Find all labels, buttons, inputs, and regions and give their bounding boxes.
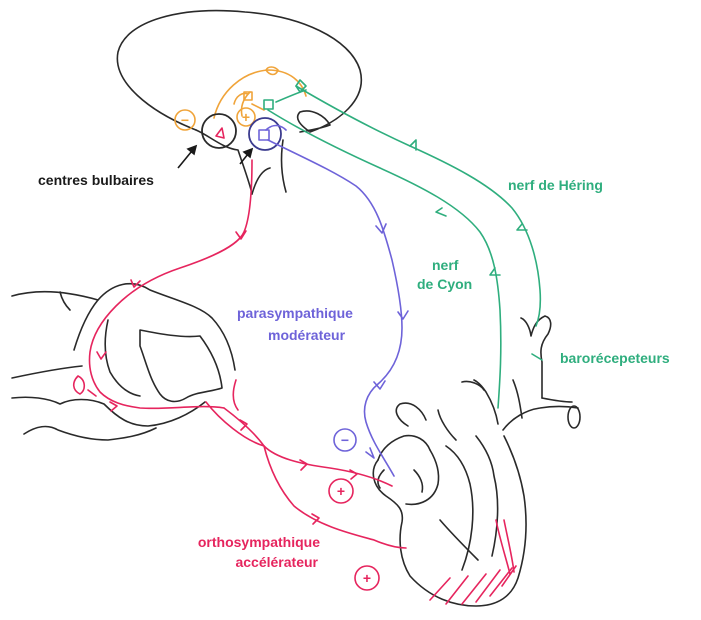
minus-sign-heart: − — [341, 432, 349, 448]
inhibitor-neuron-square — [259, 130, 269, 140]
label-nerf-de-cyon-line1: nerf — [432, 256, 458, 275]
ganglion-neuron-body — [74, 376, 85, 394]
label-centres-bulbaires: centres bulbaires — [38, 171, 154, 190]
label-orthosympathique-line1: orthosympathique — [150, 533, 320, 552]
plus-sign-atrium: + — [337, 483, 345, 499]
plus-sign-orange: + — [242, 109, 250, 125]
label-nerf-de-cyon-line2: de Cyon — [417, 275, 472, 294]
heart-outline — [373, 316, 580, 606]
label-barorecepteurs: barorécepeteurs — [560, 349, 670, 368]
label-nerf-de-hering: nerf de Héring — [508, 176, 603, 195]
label-parasympathique-line2: modérateur — [268, 326, 345, 345]
label-parasympathique-line1: parasympathique — [237, 304, 353, 323]
plus-sign-ventricle: + — [363, 570, 371, 586]
cardio-inhibitor-centre-ring — [249, 118, 281, 150]
label-orthosympathique-line2: accélérateur — [150, 553, 318, 572]
spinal-cord-outline — [12, 284, 235, 440]
sensory-neuron-square — [264, 100, 273, 109]
parasympathetic-pathway — [259, 126, 408, 477]
minus-sign-orange: − — [181, 112, 189, 128]
